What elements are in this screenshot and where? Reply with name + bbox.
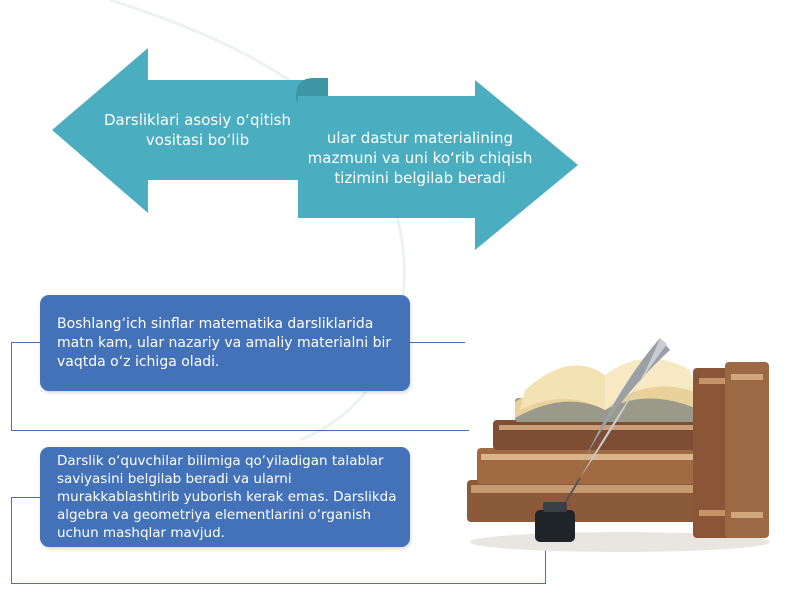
connector-line-1 bbox=[410, 342, 465, 343]
info-box-2: Darslik o‘quvchilar bilimiga qo‘yiladiga… bbox=[40, 447, 410, 547]
left-arrow-text: Darsliklari asosiy o‘qitish vositasi bo‘… bbox=[103, 111, 292, 149]
books-quill-inkwell-icon bbox=[467, 338, 770, 552]
bracket-cap-2 bbox=[11, 497, 41, 498]
bracket-line-1 bbox=[11, 342, 469, 431]
info-box-1: Boshlang‘ich sinflar matematika darslikl… bbox=[40, 295, 410, 391]
left-arrow bbox=[52, 48, 328, 213]
right-arrow bbox=[298, 80, 578, 250]
right-arrow-text: ular dastur materialining mazmuni va uni… bbox=[307, 129, 533, 187]
info-box-2-text: Darslik o‘quvchilar bilimiga qo‘yiladiga… bbox=[57, 453, 397, 541]
bracket-cap-1 bbox=[11, 342, 41, 343]
info-box-1-text: Boshlang‘ich sinflar matematika darslikl… bbox=[57, 316, 392, 370]
